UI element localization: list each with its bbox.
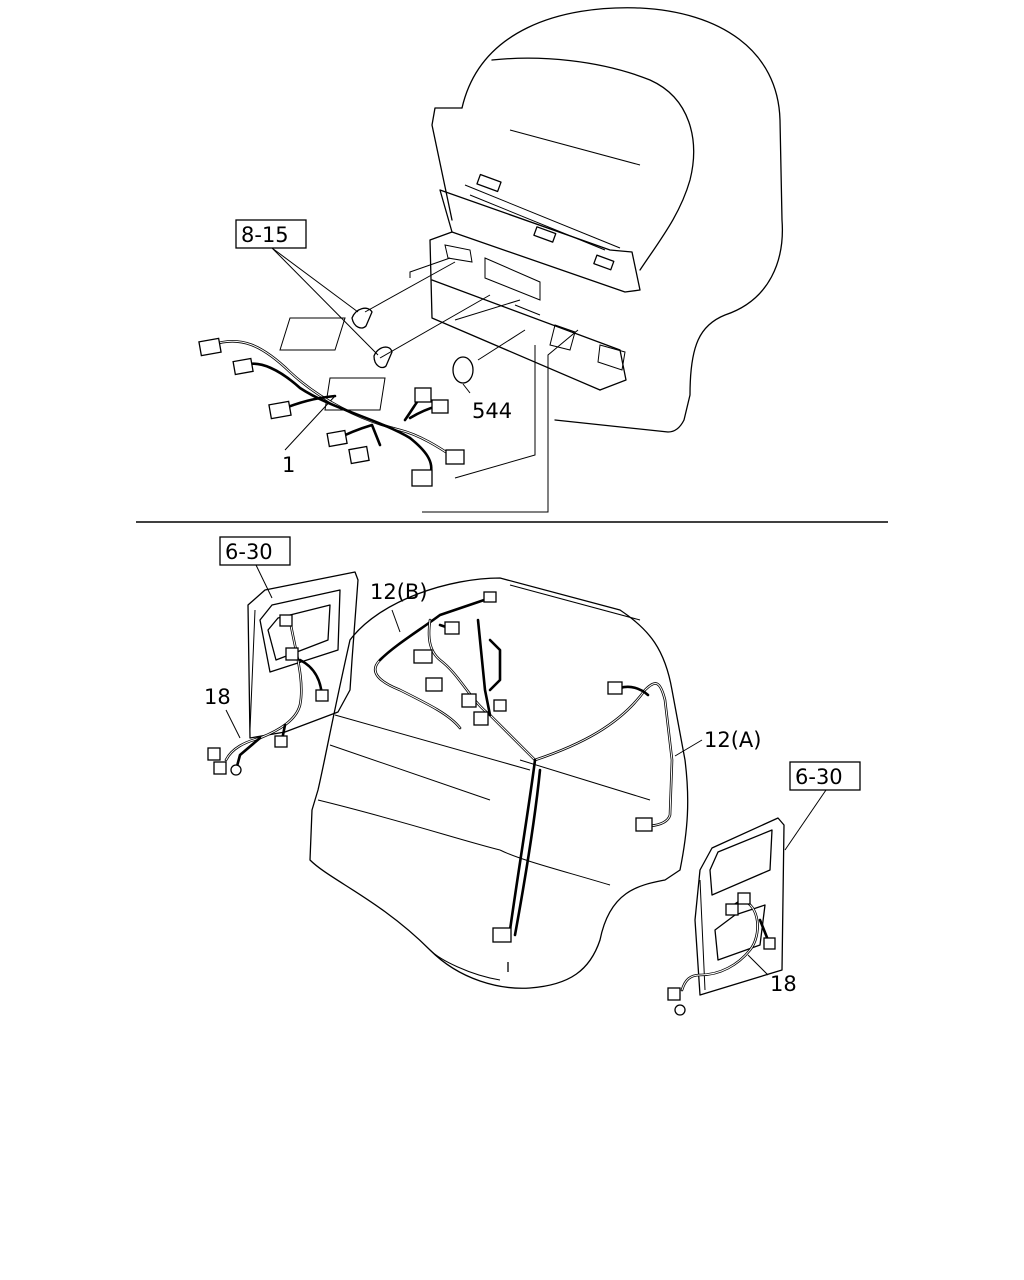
front-harness-1 <box>198 337 465 487</box>
callout-part-12b: 12(B) <box>370 580 428 604</box>
callout-6-30-left-text: 6-30 <box>225 540 273 564</box>
callout-part-12a: 12(A) <box>704 728 761 752</box>
upper-leader-lines <box>271 247 579 513</box>
callout-part-18-right: 18 <box>770 972 797 996</box>
right-door-assembly <box>667 817 785 1016</box>
harness-clip-parts <box>351 307 393 369</box>
callout-6-30-right: 6-30 <box>789 761 861 791</box>
left-door-assembly <box>207 571 359 776</box>
roof-harness-12 <box>374 591 674 972</box>
callout-6-30-right-text: 6-30 <box>795 765 843 789</box>
callout-6-30-left: 6-30 <box>219 536 291 566</box>
cab-rear-view <box>309 577 689 989</box>
callout-part-1: 1 <box>282 453 295 477</box>
callout-part-544: 544 <box>472 399 512 423</box>
grommet-part <box>452 356 474 384</box>
callout-part-18-left: 18 <box>204 685 231 709</box>
cab-front-view <box>429 7 784 433</box>
callout-8-15: 8-15 <box>235 219 307 249</box>
callout-8-15-text: 8-15 <box>241 223 289 247</box>
